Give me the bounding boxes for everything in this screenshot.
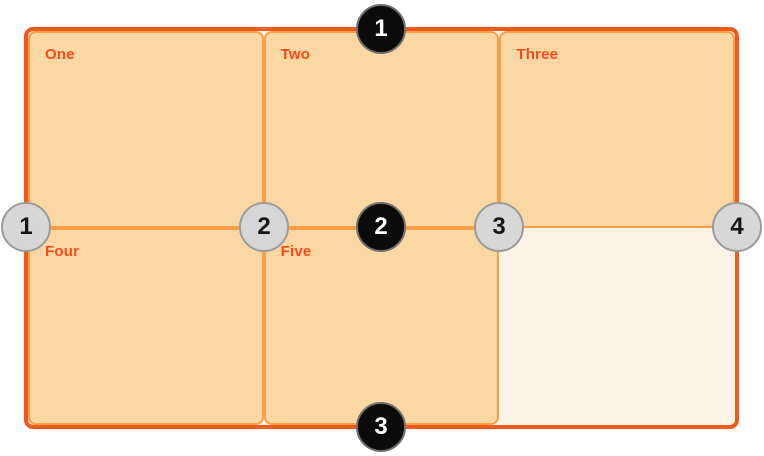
grid-cell-empty [499, 228, 735, 425]
column-line-marker-4: 4 [712, 202, 762, 252]
grid-cell-label: One [45, 46, 75, 63]
grid-cell-label: Three [516, 46, 559, 63]
grid-cell-label: Four [45, 243, 80, 260]
grid-cell-five: Five [263, 228, 500, 425]
row-line-number: 2 [374, 213, 388, 240]
row-line-marker-1: 1 [356, 4, 406, 54]
grid-cell-one: One [28, 31, 264, 228]
grid-cell-three: Three [499, 31, 735, 228]
column-line-number: 2 [257, 213, 271, 240]
grid-cell-label: Five [280, 243, 312, 260]
column-line-marker-1: 1 [1, 202, 51, 252]
row-line-number: 1 [374, 15, 388, 42]
column-line-marker-3: 3 [474, 202, 524, 252]
grid-cell-two: Two [263, 31, 500, 228]
grid-cell-four: Four [28, 228, 264, 425]
row-line-marker-2: 2 [356, 202, 406, 252]
grid-cell-label: Two [280, 46, 311, 63]
column-line-number: 1 [19, 213, 33, 240]
row-line-marker-3: 3 [356, 402, 406, 452]
column-line-number: 3 [492, 213, 506, 240]
column-line-marker-2: 2 [239, 202, 289, 252]
grid-container: One Two Three Four Five [24, 27, 739, 429]
row-line-number: 3 [374, 413, 388, 440]
column-line-number: 4 [730, 213, 744, 240]
